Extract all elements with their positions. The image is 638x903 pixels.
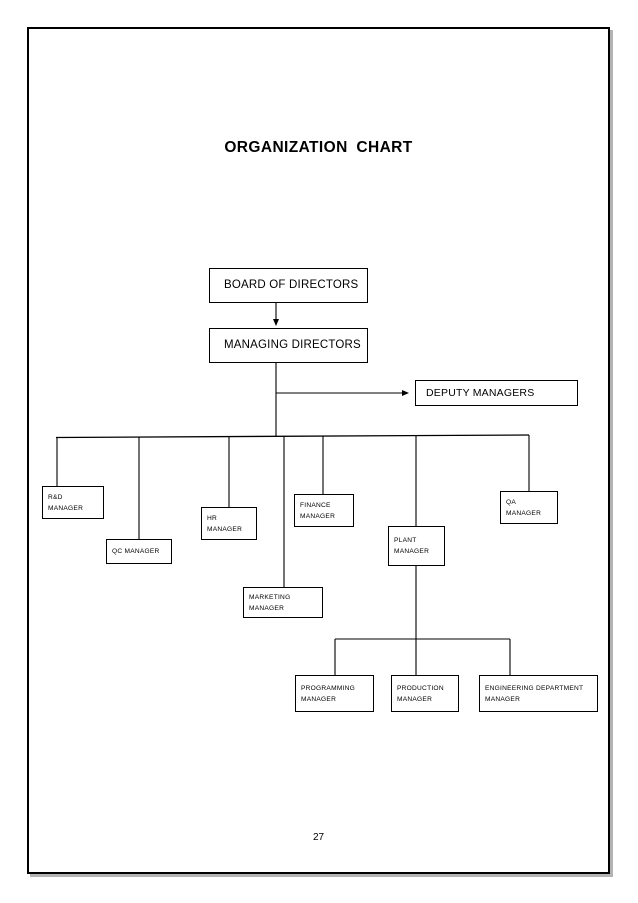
node-label: QC MANAGER (112, 548, 160, 555)
page-title: ORGANIZATION CHART (224, 139, 413, 156)
node-label-line-1: MARKETING (249, 593, 291, 601)
node-finance-manager[interactable]: FINANCE MANAGER (294, 494, 354, 527)
node-marketing-manager[interactable]: MARKETING MANAGER (243, 587, 323, 618)
node-label-line-2: MANAGER (394, 548, 430, 555)
node-label-line-2: MANAGER (300, 512, 336, 520)
node-label-line-2: MANAGER (485, 695, 521, 703)
node-label-line-1: FINANCE (300, 501, 331, 509)
node-label: DEPUTY MANAGERS (426, 387, 535, 399)
node-qa-manager[interactable]: QA MANAGER (500, 491, 558, 524)
node-label-line-2: MANAGER (301, 695, 337, 703)
node-label-line-2: MANAGER (397, 695, 433, 703)
node-programming-manager[interactable]: PROGRAMMING MANAGER (295, 675, 374, 712)
node-production-manager[interactable]: PRODUCTION MANAGER (391, 675, 459, 712)
node-label-line-1: ENGINEERING DEPARTMENT (485, 684, 584, 692)
node-hr-manager[interactable]: HR MANAGER (201, 507, 257, 540)
node-rnd-manager[interactable]: R&D MANAGER (42, 486, 104, 519)
node-deputy-managers[interactable]: DEPUTY MANAGERS (415, 380, 578, 406)
page-number: 27 (312, 832, 325, 843)
node-label-line-1: PRODUCTION (397, 684, 444, 692)
node-label-line-2: MANAGER (506, 509, 542, 517)
node-label-line-1: PLANT (394, 537, 417, 544)
node-label-line-1: R&D (48, 493, 63, 501)
node-label-line-2: MANAGER (207, 525, 243, 533)
node-label-line-1: HR (207, 514, 218, 522)
node-label-line-1: QA (506, 498, 517, 506)
node-label-line-2: MANAGER (249, 604, 285, 612)
node-label-line-1: PROGRAMMING (301, 684, 356, 692)
node-plant-manager[interactable]: PLANT MANAGER (388, 526, 445, 566)
document-page: ORGANIZATION CHART (27, 27, 610, 874)
node-managing-directors[interactable]: MANAGING DIRECTORS (209, 328, 368, 363)
edge-main-bus (55, 434, 530, 439)
node-board-of-directors[interactable]: BOARD OF DIRECTORS (209, 268, 368, 303)
node-label: BOARD OF DIRECTORS (224, 279, 359, 291)
node-engineering-department-manager[interactable]: ENGINEERING DEPARTMENT MANAGER (479, 675, 598, 712)
node-label: MANAGING DIRECTORS (224, 339, 361, 351)
node-qc-manager[interactable]: QC MANAGER (106, 539, 172, 564)
node-label-line-2: MANAGER (48, 504, 84, 512)
